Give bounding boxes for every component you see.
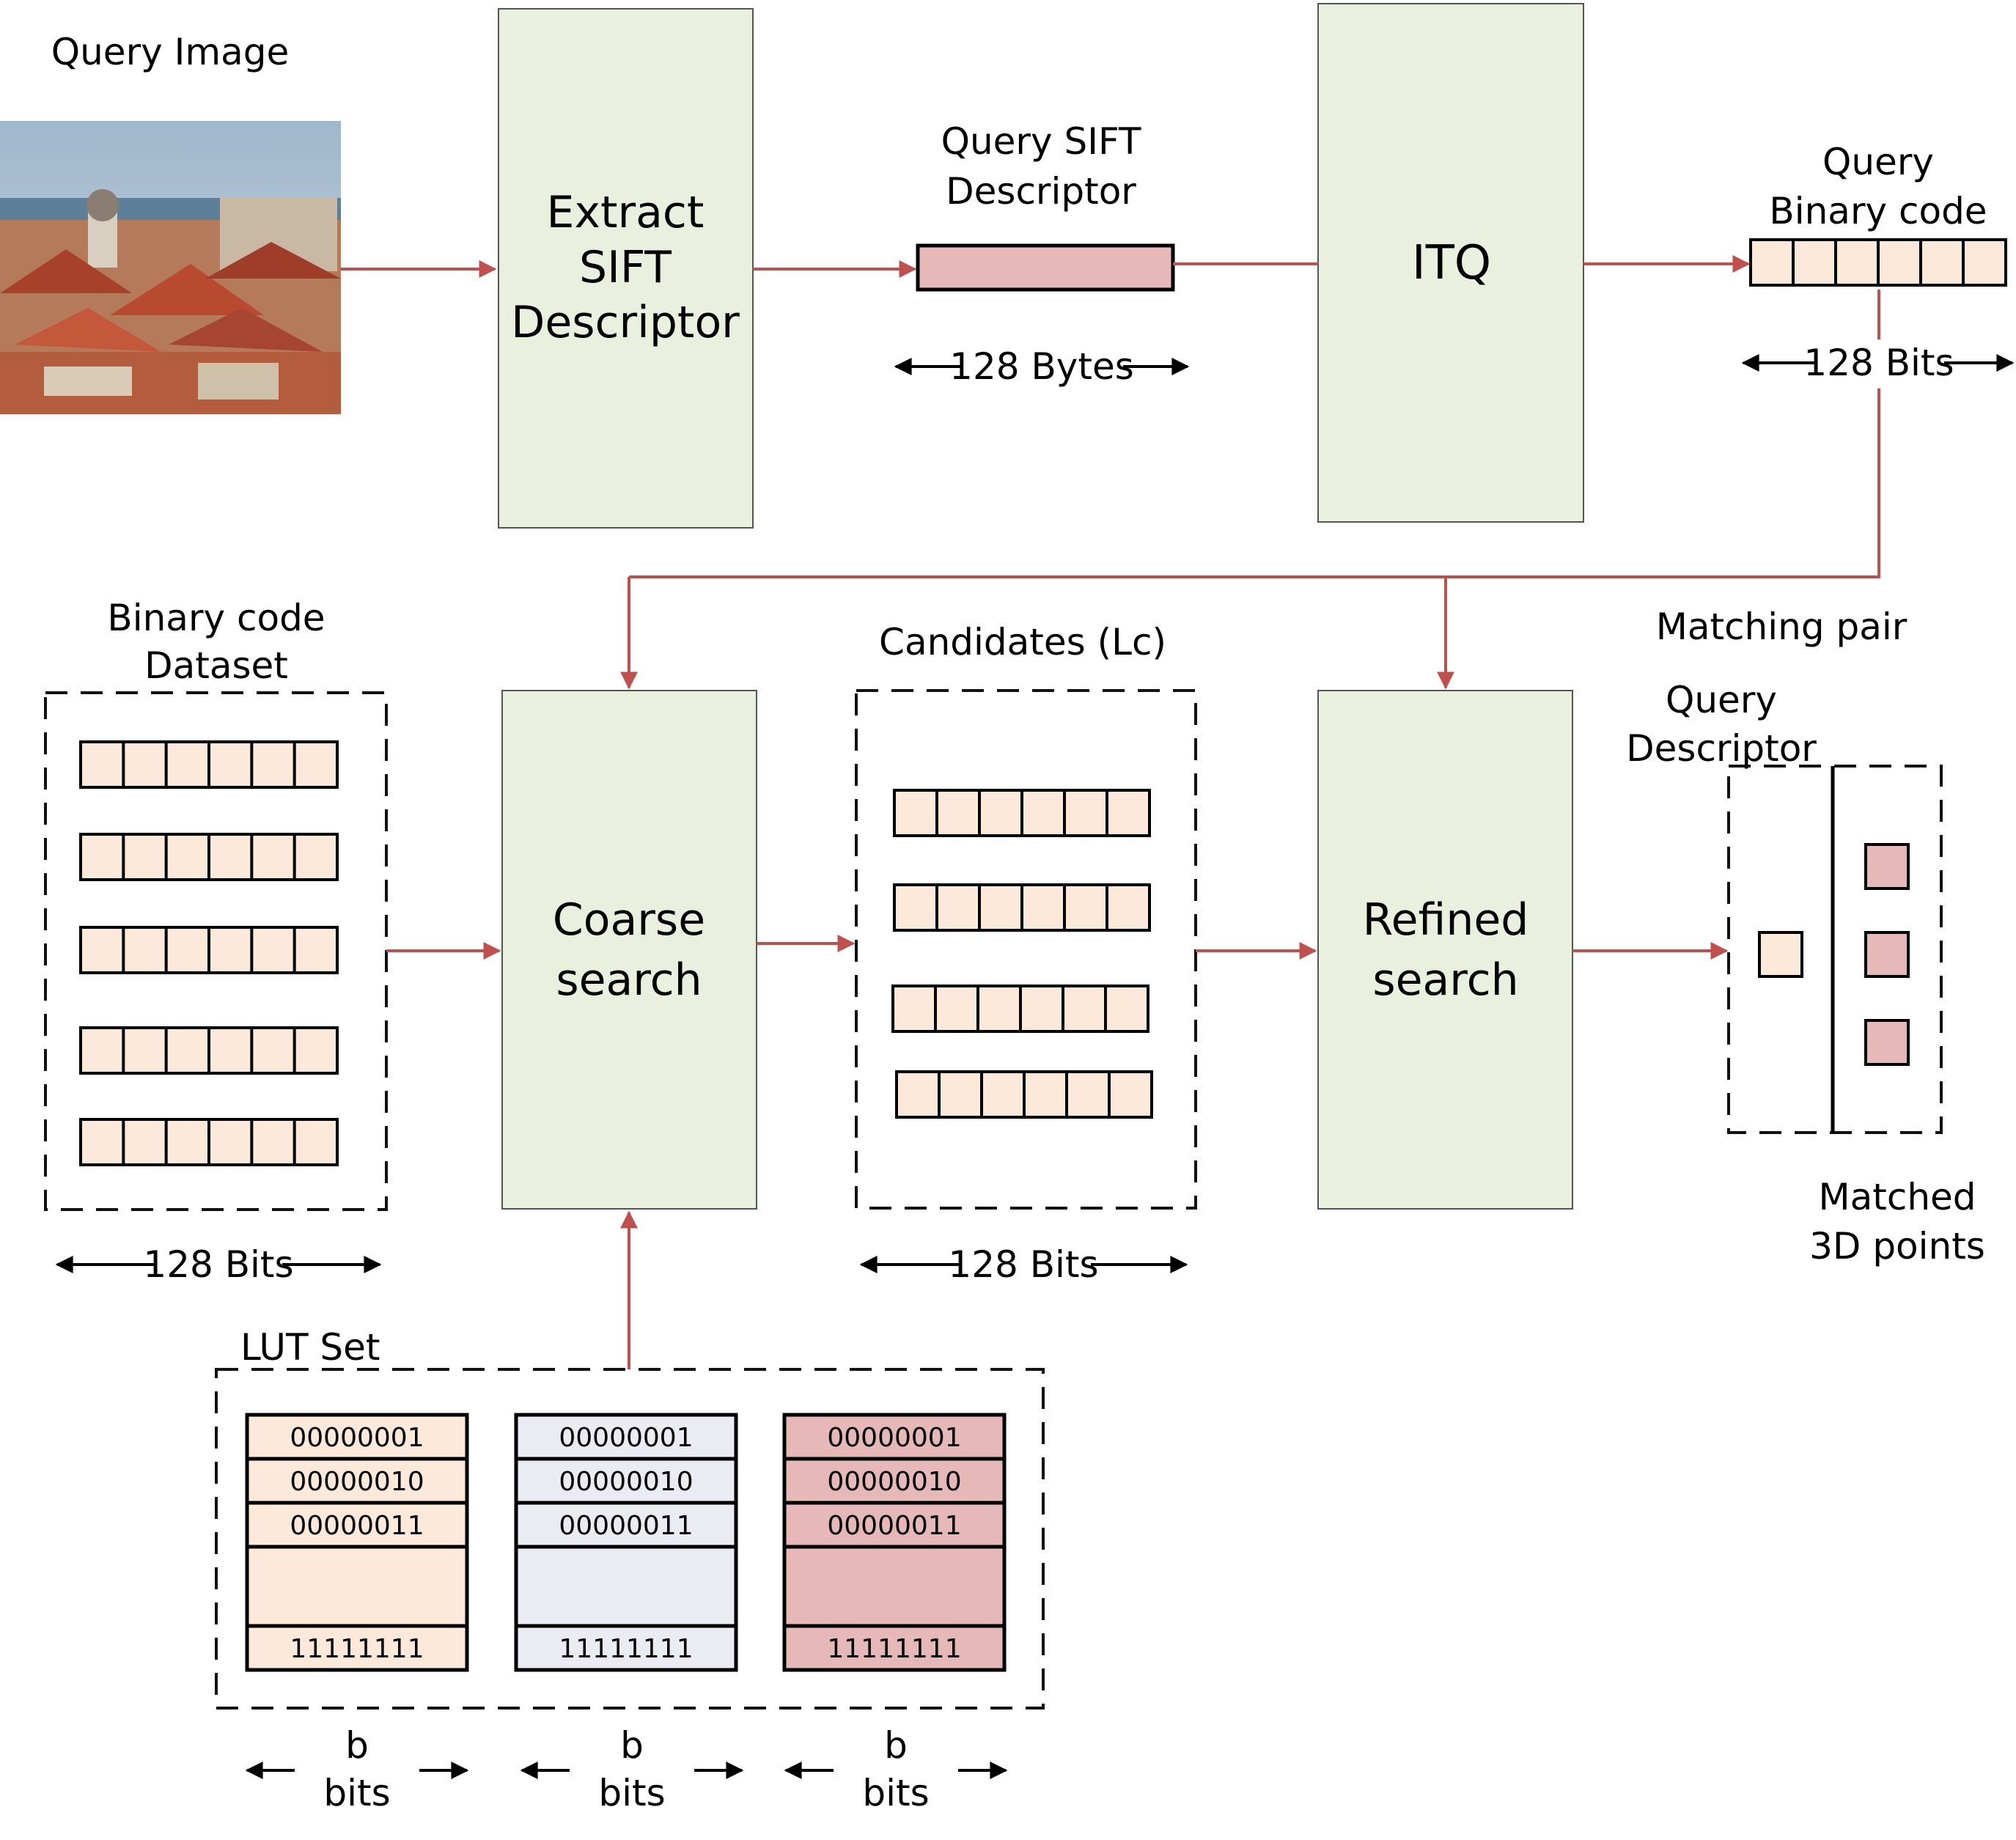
lut-row-value: 00000010 [290,1467,424,1497]
svg-text:128 Bits: 128 Bits [948,1243,1098,1286]
bits-label: bits [598,1772,665,1814]
flow-arrows [341,255,1880,1369]
query-descriptor-cell [1758,931,1803,978]
query-binary-code [1749,238,2007,287]
lut-row-value: 00000010 [559,1467,693,1497]
b-bits-arrow-3: b bits [784,1724,1008,1814]
b-bits-arrows: b bits b bits b bits [245,1724,1008,1814]
matched-label-2: 3D points [1809,1225,1985,1267]
lut-row-value: 00000001 [290,1423,424,1453]
query-descriptor-label-1: Query [1666,679,1777,721]
query-sift-label-1: Query SIFT [941,120,1141,163]
dataset-code-5 [79,1118,339,1166]
candidates-frame [855,689,1197,1210]
svg-text:128 Bytes: 128 Bytes [949,345,1134,388]
lut-row-value: 00000001 [559,1423,693,1453]
b-label: b [884,1724,908,1767]
query-descriptor-label-2: Descriptor [1626,727,1817,770]
query-image-photo [0,121,341,414]
coarse-search-box: Coarse search [501,690,757,1210]
dimension-arrow-128-bits-dataset: 128 Bits [55,1243,382,1286]
lut-row-value: 11111111 [827,1634,961,1664]
binary-dataset-codes [79,740,339,1166]
candidate-code-1 [893,789,1151,837]
lut-tables: 0000000100000010000000111111111100000001… [245,1413,1007,1672]
refined-search-box: Refined search [1317,690,1573,1210]
lut-row-value: 00000001 [827,1423,961,1453]
lut-row-value: 00000011 [290,1511,424,1541]
matched-point-1 [1864,843,1910,890]
lut-row [782,1545,1007,1628]
matching-pair-frame [1727,765,1943,1134]
lut-row-value: 11111111 [559,1634,693,1664]
b-label: b [620,1724,644,1767]
bits-label: bits [862,1772,929,1814]
candidate-code-4 [895,1070,1153,1119]
lut-row [245,1624,469,1672]
dimension-arrow-128-bits-query: 128 Bits [1741,342,2015,384]
query-binary-code-cells [1749,238,2007,287]
dataset-code-3 [79,926,339,974]
binary-dataset-label-1: Binary code [107,597,325,639]
svg-text:Refined: Refined [1363,894,1529,946]
matching-pair-label: Matching pair [1656,606,1908,648]
extract-sift-box: Extract SIFT Descriptor [498,8,754,529]
lut-set-frame [215,1368,1045,1710]
bits-label: bits [323,1772,390,1814]
lut-set-label: LUT Set [240,1326,380,1369]
dimension-arrow-128-bits-candidates: 128 Bits [859,1243,1188,1286]
matched-point-2 [1864,931,1910,978]
b-bits-arrow-2: b bits [520,1724,744,1814]
lut-table-2: 00000001 00000010 00000011 11111111 [514,1413,738,1672]
query-binary-label-1: Query [1822,141,1934,183]
lut-row [514,1501,738,1549]
lut-row-value: 00000011 [559,1511,693,1541]
lut-row [514,1545,738,1628]
svg-text:search: search [1372,954,1518,1006]
svg-text:128 Bits: 128 Bits [143,1243,293,1286]
candidate-code-2 [893,883,1151,932]
query-sift-label-2: Descriptor [946,170,1136,213]
sift-descriptor-bar [916,243,1175,292]
candidates-label: Candidates (Lc) [879,621,1166,663]
lut-row-value: 00000010 [827,1467,961,1497]
svg-text:Extract: Extract [547,187,705,238]
candidate-codes [891,789,1153,1119]
dataset-code-1 [79,740,339,789]
lut-row [514,1624,738,1672]
lut-table-3: 00000001 00000010 00000011 11111111 [782,1413,1007,1672]
lut-row [245,1545,469,1628]
query-binary-label-2: Binary code [1769,190,1987,232]
binary-dataset-label-2: Dataset [144,644,288,687]
lut-row-value: 00000011 [827,1511,961,1541]
candidate-code-3 [891,985,1149,1033]
svg-text:search: search [556,954,702,1006]
lut-row [782,1624,1007,1672]
svg-text:SIFT: SIFT [579,242,672,293]
dataset-code-4 [79,1026,339,1075]
lut-table-1: 00000001 00000010 00000011 11111111 [245,1413,469,1672]
lut-row-value: 11111111 [290,1634,424,1664]
svg-text:Descriptor: Descriptor [511,297,740,348]
matched-point-3 [1864,1019,1910,1066]
b-bits-arrow-1: b bits [245,1724,469,1814]
lut-row [514,1457,738,1505]
dimension-arrow-128-bytes: 128 Bytes [894,345,1190,388]
itq-box: ITQ [1317,3,1584,523]
dataset-code-2 [79,833,339,881]
query-image-label: Query Image [51,31,289,73]
matched-label-1: Matched [1818,1176,1976,1218]
svg-text:Coarse: Coarse [553,894,705,946]
b-label: b [345,1724,369,1767]
svg-text:128 Bits: 128 Bits [1803,342,1954,384]
svg-text:ITQ: ITQ [1412,236,1491,290]
